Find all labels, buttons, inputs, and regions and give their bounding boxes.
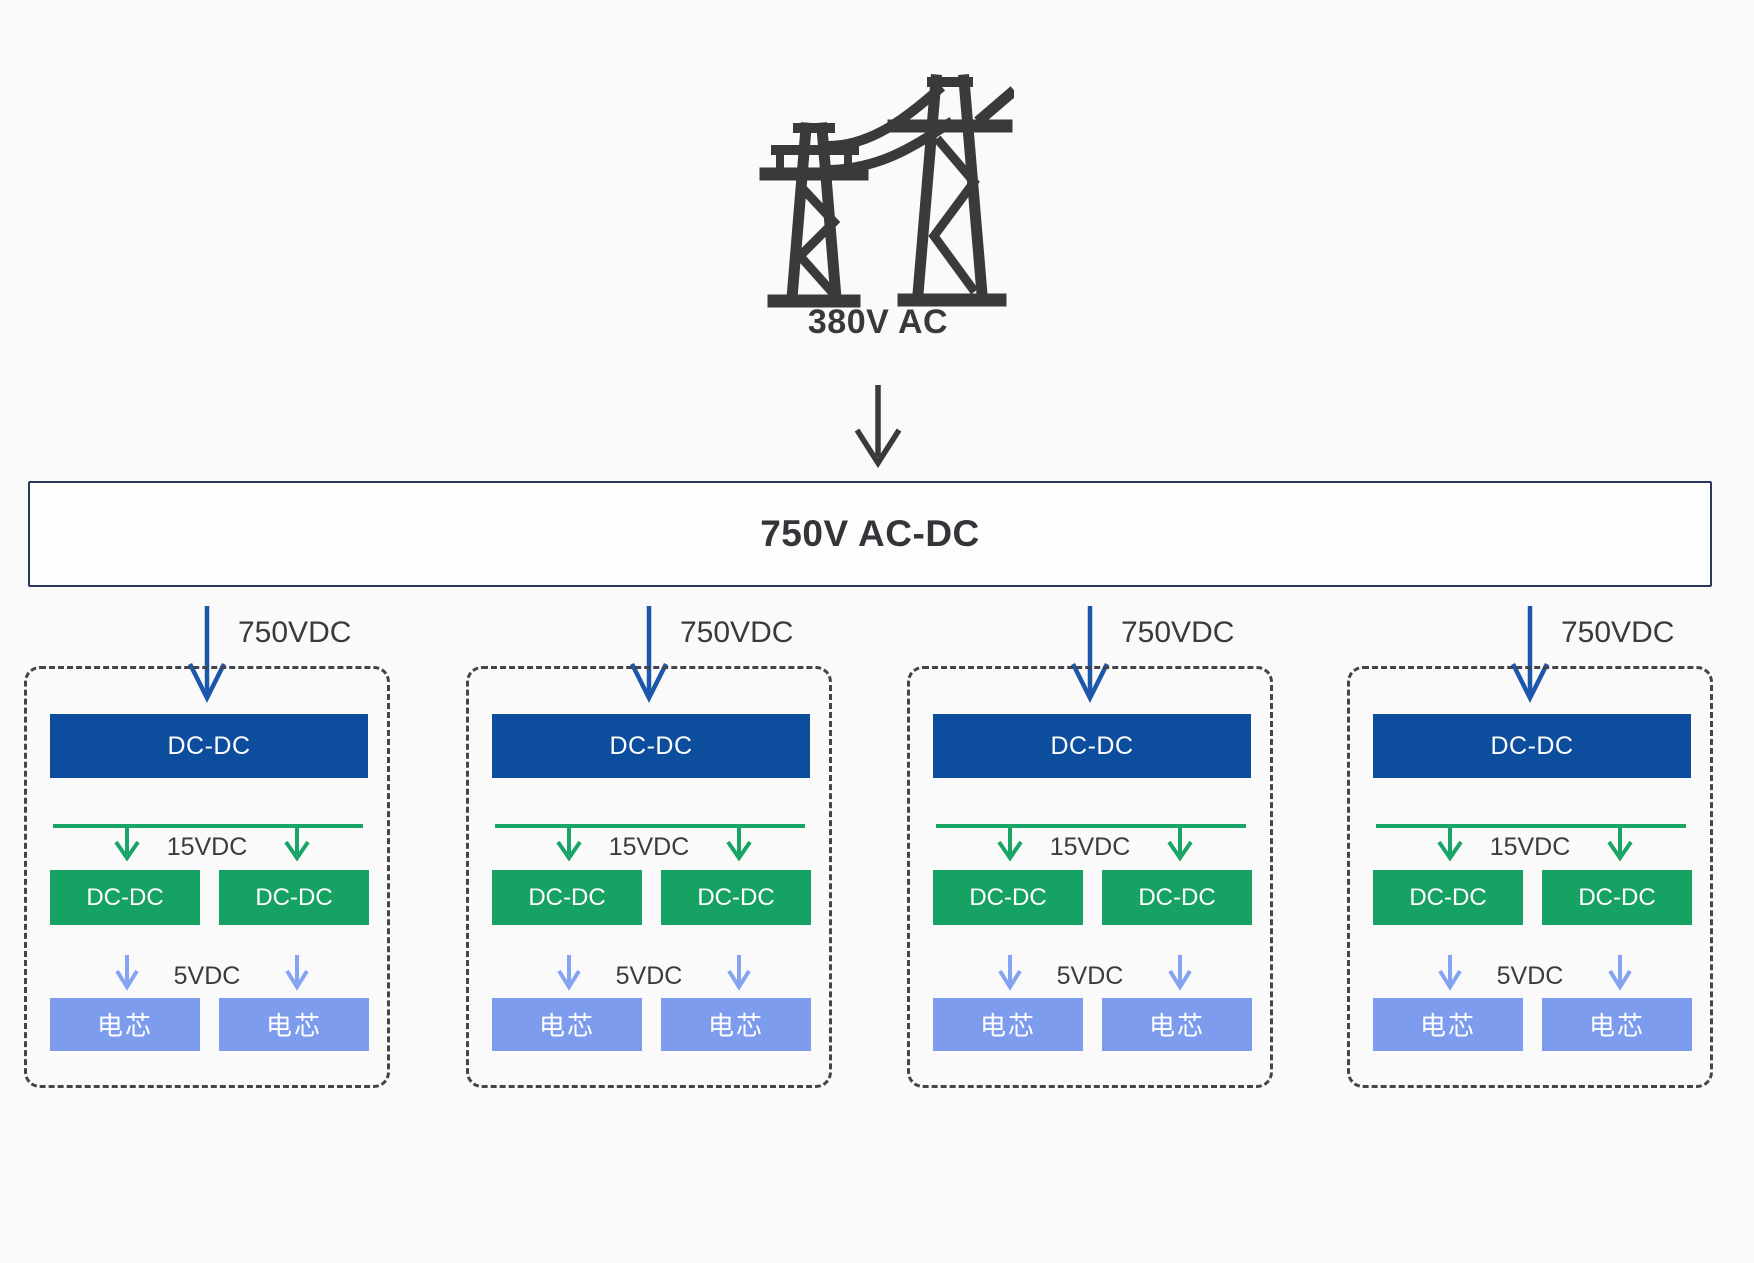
down-arrow-icon [284,826,310,862]
input-voltage-label: 750VDC [1121,616,1235,649]
down-arrow-icon [1608,955,1632,991]
down-arrow-icon [1167,826,1193,862]
module-boundary: DC-DC 15VDC DC-DC DC-DC [907,666,1273,1088]
module-boundary: DC-DC 15VDC DC-DC DC-DC [24,666,390,1088]
battery-cell: 电芯 [933,998,1083,1051]
battery-cell: 电芯 [219,998,369,1051]
down-arrow-icon [1607,826,1633,862]
secondary-dcdc-converter: DC-DC [492,870,642,925]
mid-voltage-label: 15VDC [608,833,690,861]
primary-dcdc-converter: DC-DC [492,714,810,778]
input-voltage-label: 750VDC [1561,616,1675,649]
down-arrow-icon [727,955,751,991]
battery-module-2: 750VDC DC-DC 15VDC DC-DC DC-DC [466,596,832,1096]
down-arrow-icon [557,955,581,991]
low-voltage-label: 5VDC [1056,962,1124,990]
down-arrow-icon [187,606,227,704]
down-arrow-icon [1070,606,1110,704]
input-voltage-label: 750VDC [680,616,794,649]
down-arrow-icon [997,826,1023,862]
mid-voltage-bus-line [53,824,363,828]
down-arrow-icon [556,826,582,862]
battery-module-1: 750VDC DC-DC 15VDC DC-DC DC-DC [24,596,390,1096]
down-arrow-icon [854,385,902,468]
down-arrow-icon [1168,955,1192,991]
down-arrow-icon [115,955,139,991]
low-voltage-label: 5VDC [1496,962,1564,990]
module-boundary: DC-DC 15VDC DC-DC DC-DC [1347,666,1713,1088]
down-arrow-icon [998,955,1022,991]
primary-dcdc-converter: DC-DC [1373,714,1691,778]
battery-cell: 电芯 [1102,998,1252,1051]
down-arrow-icon [285,955,309,991]
source-voltage-label: 380V AC [807,303,949,341]
ac-dc-converter-box: 750V AC-DC [28,481,1712,587]
secondary-dcdc-converter: DC-DC [1373,870,1523,925]
down-arrow-icon [1510,606,1550,704]
secondary-dcdc-converter: DC-DC [1102,870,1252,925]
mid-voltage-label: 15VDC [1489,833,1571,861]
mid-voltage-bus-line [936,824,1246,828]
mid-voltage-label: 15VDC [166,833,248,861]
secondary-dcdc-converter: DC-DC [219,870,369,925]
primary-dcdc-converter: DC-DC [50,714,368,778]
mid-voltage-label: 15VDC [1049,833,1131,861]
battery-cell: 电芯 [492,998,642,1051]
battery-cell: 电芯 [1373,998,1523,1051]
primary-dcdc-converter: DC-DC [933,714,1251,778]
down-arrow-icon [1437,826,1463,862]
low-voltage-label: 5VDC [173,962,241,990]
mid-voltage-bus-line [1376,824,1686,828]
module-boundary: DC-DC 15VDC DC-DC DC-DC [466,666,832,1088]
ac-dc-converter-label: 750V AC-DC [760,513,980,554]
mid-voltage-bus-line [495,824,805,828]
secondary-dcdc-converter: DC-DC [933,870,1083,925]
down-arrow-icon [1438,955,1462,991]
down-arrow-icon [726,826,752,862]
secondary-dcdc-converter: DC-DC [661,870,811,925]
battery-module-4: 750VDC DC-DC 15VDC DC-DC DC-DC [1347,596,1713,1096]
battery-cell: 电芯 [50,998,200,1051]
battery-cell: 电芯 [661,998,811,1051]
secondary-dcdc-converter: DC-DC [50,870,200,925]
battery-cell: 电芯 [1542,998,1692,1051]
down-arrow-icon [114,826,140,862]
transmission-towers-icon [759,74,1014,308]
battery-module-3: 750VDC DC-DC 15VDC DC-DC DC-DC [907,596,1273,1096]
low-voltage-label: 5VDC [615,962,683,990]
down-arrow-icon [629,606,669,704]
secondary-dcdc-converter: DC-DC [1542,870,1692,925]
input-voltage-label: 750VDC [238,616,352,649]
